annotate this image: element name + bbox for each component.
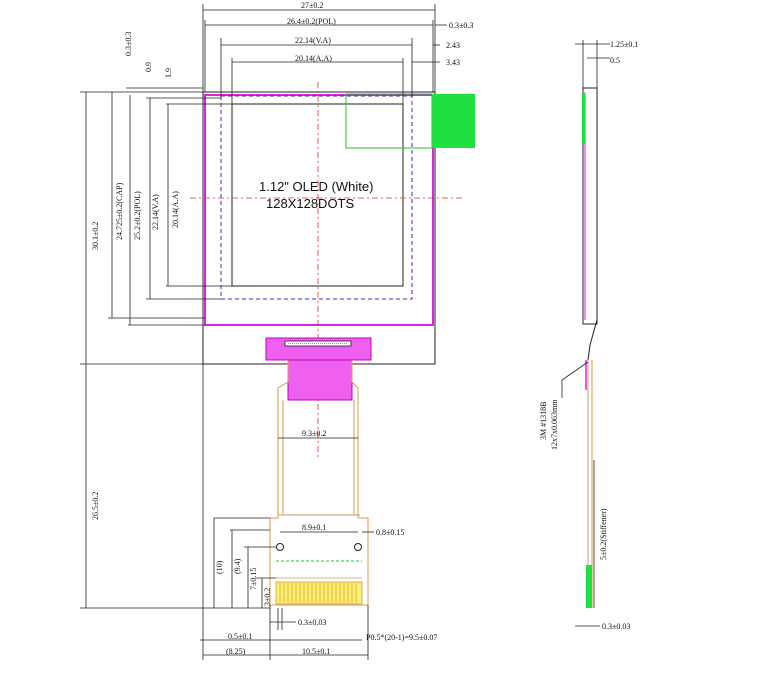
dim-pol-width: 26.4±0.2(POL) bbox=[287, 17, 336, 26]
contact-pins bbox=[275, 581, 363, 605]
dim-left-1: 0.3±0.3 bbox=[124, 32, 133, 56]
dim-fpc-width: 9.3±0.2 bbox=[302, 429, 326, 438]
viewing-area-outline bbox=[220, 95, 413, 300]
dim-v-aa: 20.14(A.A) bbox=[171, 191, 180, 228]
dim-hole-dia: 0.8±0.15 bbox=[376, 528, 404, 537]
title-line-2: 128X128DOTS bbox=[266, 196, 354, 211]
dim-top-width: 27±0.2 bbox=[301, 1, 323, 10]
dim-3: 3±0.2 bbox=[263, 588, 272, 606]
active-area-outline bbox=[231, 103, 404, 287]
fpc-tail-outline bbox=[269, 360, 369, 606]
dim-stiff-width: 10.5±0.1 bbox=[302, 647, 330, 656]
dim-10: (10) bbox=[215, 560, 224, 574]
mounting-hole-right bbox=[354, 543, 362, 551]
dim-side-bottom: 0.3±0.03 bbox=[602, 622, 630, 631]
dim-v-total: 30.1±0.2 bbox=[91, 222, 100, 250]
tape-size-label: 12x7x0.063mm bbox=[550, 399, 559, 450]
side-view-body bbox=[582, 87, 598, 325]
dim-va-width: 22.14(V.A) bbox=[295, 36, 331, 45]
dim-gap-right-3: 3.43 bbox=[446, 58, 460, 67]
dim-side-thk: 1.25±0.1 bbox=[610, 40, 638, 49]
dim-825: (8.25) bbox=[226, 647, 246, 656]
dim-gap-right-1: 0.3±0.3 bbox=[449, 21, 473, 30]
dim-aa-width: 20.14(A.A) bbox=[295, 54, 332, 63]
green-solid-block bbox=[432, 94, 475, 148]
dim-left-3: 1.9 bbox=[164, 68, 173, 78]
dim-v-pol: 25.2±0.2(POL) bbox=[133, 191, 142, 240]
dim-7: 7±0.15 bbox=[249, 568, 258, 590]
dim-edge-05: 0.5±0.1 bbox=[228, 632, 252, 641]
dim-hole-pitch: 8.9±0.1 bbox=[302, 523, 326, 532]
dim-v-va: 22.14(V.A) bbox=[151, 194, 160, 230]
tape-label: 3M #1318B bbox=[539, 402, 548, 440]
dim-side-05: 0.5 bbox=[610, 56, 620, 65]
dim-left-2: 0.9 bbox=[144, 62, 153, 72]
module-outline bbox=[202, 91, 436, 365]
stiffener-label: 5±0.2(Stiffener) bbox=[599, 508, 608, 560]
dim-v-cap: 24.725±0.2(CAP) bbox=[115, 182, 124, 240]
mounting-hole-left bbox=[276, 543, 284, 551]
dim-tail-length: 26.5±0.2 bbox=[91, 492, 100, 520]
dim-pin-pitch: P0.5*(20-1)=9.5±0.07 bbox=[366, 633, 437, 642]
fpc-neck bbox=[287, 359, 353, 401]
dim-gap-right-2: 2.43 bbox=[446, 41, 460, 50]
title-line-1: 1.12" OLED (White) bbox=[259, 179, 373, 194]
green-outline-box bbox=[345, 93, 433, 149]
dim-94: (9.4) bbox=[233, 558, 242, 574]
polarizer-outline bbox=[204, 94, 434, 326]
dim-pin-thk: 0.3±0.03 bbox=[298, 618, 326, 627]
